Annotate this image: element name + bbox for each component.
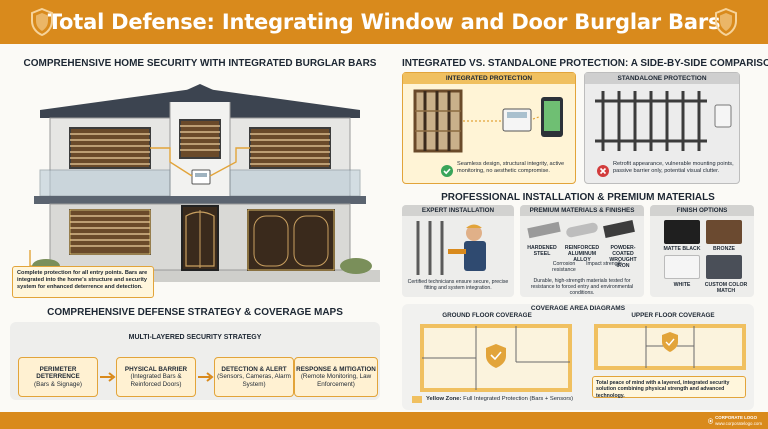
material-aluminum: REINFORCED ALUMINUM ALLOY bbox=[564, 245, 600, 263]
shield-icon bbox=[715, 8, 737, 36]
expert-installation-card: EXPERT INSTALLATION Certified technician… bbox=[402, 205, 514, 297]
legend-text: Full Integrated Protection (Bars + Senso… bbox=[463, 396, 574, 402]
legend: Yellow Zone: Full Integrated Protection … bbox=[426, 396, 573, 402]
coverage-title: COVERAGE AREA DIAGRAMS bbox=[530, 305, 626, 312]
strategy-title: COMPREHENSIVE DEFENSE STRATEGY & COVERAG… bbox=[47, 307, 343, 318]
house-illustration bbox=[29, 84, 380, 282]
legend-key: Yellow Zone: bbox=[426, 396, 462, 402]
materials-card: PREMIUM MATERIALS & FINISHES HARDENED ST… bbox=[520, 205, 644, 297]
installation-title: PROFESSIONAL INSTALLATION & PREMIUM MATE… bbox=[441, 192, 715, 203]
step-detail: (Integrated Bars & Reinforced Doors) bbox=[130, 373, 182, 388]
swatch-matte-black bbox=[664, 220, 700, 244]
materials-desc: Durable, high-strength materials tested … bbox=[530, 278, 634, 296]
finish-label: FINISH OPTIONS bbox=[650, 205, 754, 216]
header-bar: Total Defense: Integrating Window and Do… bbox=[0, 0, 768, 44]
integrated-protection-panel: INTEGRATED PROTECTION Seamless design, s… bbox=[402, 72, 576, 184]
finish-bronze: BRONZE bbox=[713, 246, 735, 252]
badge-corrosion: Corrosion resistance bbox=[552, 261, 576, 273]
step-title: PERIMETER DETERRENCE bbox=[36, 365, 80, 381]
strategy-subtitle: MULTI-LAYERED SECURITY STRATEGY bbox=[128, 334, 262, 341]
finish-matte-black: MATTE BLACK bbox=[663, 246, 701, 252]
expert-desc: Certified technicians ensure secure, pre… bbox=[407, 279, 509, 291]
arrow-right-icon bbox=[100, 372, 116, 382]
cross-icon bbox=[597, 165, 609, 177]
strategy-step-detection: DETECTION & ALERT (Sensors, Cameras, Ala… bbox=[214, 357, 294, 397]
standalone-protection-panel: STANDALONE PROTECTION Retrofit appearanc… bbox=[584, 72, 740, 184]
ground-floor-label: GROUND FLOOR COVERAGE bbox=[442, 312, 532, 319]
protection-callout: Complete protection for all entry points… bbox=[12, 266, 154, 298]
finish-white: WHITE bbox=[673, 282, 691, 288]
swatch-white bbox=[664, 255, 700, 279]
upper-floor-plan bbox=[594, 324, 746, 370]
legend-swatch bbox=[412, 396, 422, 403]
logo-icon bbox=[708, 417, 714, 424]
step-detail: (Remote Monitoring, Law Enforcement) bbox=[300, 373, 372, 388]
strategy-panel: MULTI-LAYERED SECURITY STRATEGY PERIMETE… bbox=[10, 322, 380, 400]
finish-options-card: FINISH OPTIONS MATTE BLACK BRONZE WHITE … bbox=[650, 205, 754, 297]
integrated-desc: Seamless design, structural integrity, a… bbox=[457, 161, 565, 174]
arrow-right-icon bbox=[198, 372, 214, 382]
check-icon bbox=[441, 165, 453, 177]
badge-impact: Impact strength bbox=[586, 261, 622, 267]
materials-illustration bbox=[527, 220, 635, 239]
standalone-desc: Retrofit appearance, vulnerable mounting… bbox=[613, 161, 734, 174]
strategy-step-barrier: PHYSICAL BARRIER (Integrated Bars & Rein… bbox=[116, 357, 196, 397]
step-title: PHYSICAL BARRIER bbox=[124, 365, 188, 373]
page-title: Total Defense: Integrating Window and Do… bbox=[47, 10, 721, 34]
comparison-title: INTEGRATED VS. STANDALONE PROTECTION: A … bbox=[402, 58, 768, 69]
materials-label: PREMIUM MATERIALS & FINISHES bbox=[520, 205, 644, 216]
footer-bar: CORPORATE LOGO www.corporatelogo.com bbox=[0, 412, 768, 429]
integrated-label: INTEGRATED PROTECTION bbox=[403, 73, 575, 84]
coverage-note-box: Total peace of mind with a layered, inte… bbox=[592, 376, 746, 399]
shield-icon bbox=[31, 8, 53, 36]
logo-url: www.corporatelogo.com bbox=[715, 420, 762, 426]
finish-custom: CUSTOM COLOR MATCH bbox=[704, 282, 748, 294]
strategy-step-response: RESPONSE & MITIGATION (Remote Monitoring… bbox=[294, 357, 378, 397]
home-security-title: COMPREHENSIVE HOME SECURITY WITH INTEGRA… bbox=[23, 58, 377, 69]
standalone-label: STANDALONE PROTECTION bbox=[585, 73, 739, 84]
technician-illustration bbox=[416, 221, 486, 275]
step-detail: (Sensors, Cameras, Alarm System) bbox=[217, 373, 291, 388]
step-title: DETECTION & ALERT bbox=[221, 365, 287, 373]
material-iron: POWDER-COATED WROUGHT IRON bbox=[609, 245, 637, 269]
material-steel: HARDENED STEEL bbox=[527, 245, 557, 257]
swatch-custom bbox=[706, 255, 742, 279]
standalone-bars-illustration bbox=[595, 91, 732, 151]
integrated-window-illustration bbox=[413, 89, 563, 153]
step-title: RESPONSE & MITIGATION bbox=[296, 365, 376, 373]
coverage-note: Total peace of mind with a layered, inte… bbox=[596, 380, 730, 399]
upper-floor-label: UPPER FLOOR COVERAGE bbox=[631, 312, 715, 319]
coverage-panel: COVERAGE AREA DIAGRAMS GROUND FLOOR COVE… bbox=[402, 304, 754, 410]
strategy-step-perimeter: PERIMETER DETERRENCE (Bars & Signage) bbox=[18, 357, 98, 397]
expert-label: EXPERT INSTALLATION bbox=[402, 205, 514, 216]
ground-floor-plan bbox=[420, 324, 572, 392]
logo-name: CORPORATE LOGO bbox=[715, 414, 758, 420]
swatch-bronze bbox=[706, 220, 742, 244]
corporate-logo: CORPORATE LOGO www.corporatelogo.com bbox=[708, 414, 762, 427]
step-detail: (Bars & Signage) bbox=[34, 380, 82, 388]
